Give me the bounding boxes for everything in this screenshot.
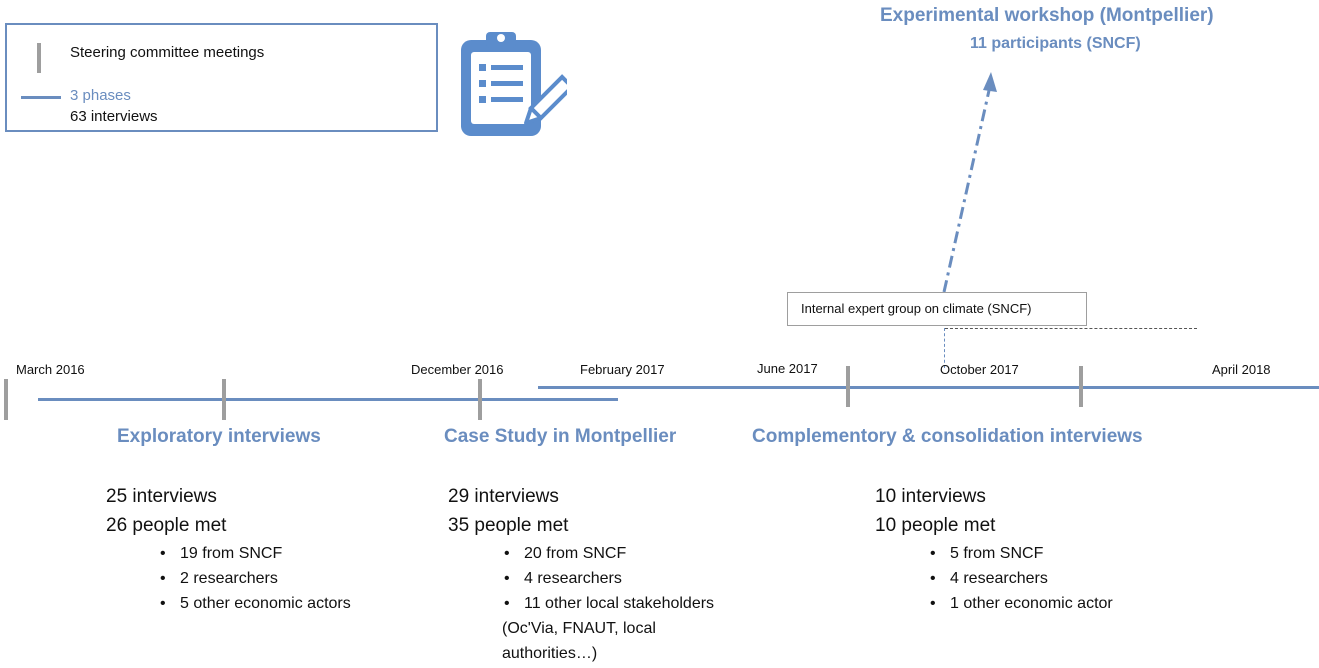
expert-group-connector xyxy=(944,328,945,368)
list-item: 5 from SNCF xyxy=(928,541,1113,566)
legend-steering-label: Steering committee meetings xyxy=(70,44,265,61)
phase-3-title: Complementory & consolidation interviews xyxy=(752,426,1143,447)
phase-3-interviews: 10 interviews xyxy=(875,486,986,507)
list-item: 4 researchers xyxy=(928,566,1113,591)
legend-steering-marker xyxy=(37,43,41,73)
steering-marker xyxy=(222,379,226,420)
phase-2-list: 20 from SNCF 4 researchers 11 other loca… xyxy=(502,541,714,616)
list-item: 1 other economic actor xyxy=(928,591,1113,616)
clipboard-icon xyxy=(461,32,567,136)
workshop-arrow xyxy=(942,72,997,293)
legend-phase-line xyxy=(21,96,61,99)
date-december-2016: December 2016 xyxy=(411,362,504,377)
phase-1-line xyxy=(38,398,618,401)
expert-group-dotted-line xyxy=(945,328,1197,329)
phase-2-interviews: 29 interviews xyxy=(448,486,559,507)
list-item: 19 from SNCF xyxy=(158,541,351,566)
date-june-2017: June 2017 xyxy=(757,361,818,376)
steering-marker xyxy=(1079,366,1083,407)
date-march-2016: March 2016 xyxy=(16,362,85,377)
phase-2-title: Case Study in Montpellier xyxy=(444,426,677,447)
phase-2-3-line xyxy=(538,386,1319,389)
phase-1-list: 19 from SNCF 2 researchers 5 other econo… xyxy=(158,541,351,616)
steering-marker xyxy=(846,366,850,407)
phase-2-note-line-2: authorities…) xyxy=(502,645,598,662)
phase-2-people: 35 people met xyxy=(448,515,569,536)
phase-1-interviews: 25 interviews xyxy=(106,486,217,507)
list-item: 2 researchers xyxy=(158,566,351,591)
expert-group-box xyxy=(787,292,1087,326)
legend-phases-label: 3 phases xyxy=(70,87,131,104)
list-item: 4 researchers xyxy=(502,566,714,591)
list-item: 11 other local stakeholders xyxy=(502,591,714,616)
list-item: 20 from SNCF xyxy=(502,541,714,566)
date-february-2017: February 2017 xyxy=(580,362,665,377)
expert-group-label: Internal expert group on climate (SNCF) xyxy=(801,301,1032,316)
steering-marker xyxy=(478,379,482,420)
phase-2-note-line-1: (Oc'Via, FNAUT, local xyxy=(502,620,656,637)
phase-3-list: 5 from SNCF 4 researchers 1 other econom… xyxy=(928,541,1113,616)
legend-interviews-label: 63 interviews xyxy=(70,108,158,125)
workshop-participants: 11 participants (SNCF) xyxy=(970,35,1141,52)
date-april-2018: April 2018 xyxy=(1212,362,1271,377)
date-october-2017: October 2017 xyxy=(940,362,1019,377)
phase-3-people: 10 people met xyxy=(875,515,996,536)
list-item: 5 other economic actors xyxy=(158,591,351,616)
phase-1-people: 26 people met xyxy=(106,515,227,536)
steering-marker xyxy=(4,379,8,420)
phase-1-title: Exploratory interviews xyxy=(117,426,321,447)
legend-box xyxy=(5,23,438,132)
workshop-title: Experimental workshop (Montpellier) xyxy=(880,5,1214,26)
